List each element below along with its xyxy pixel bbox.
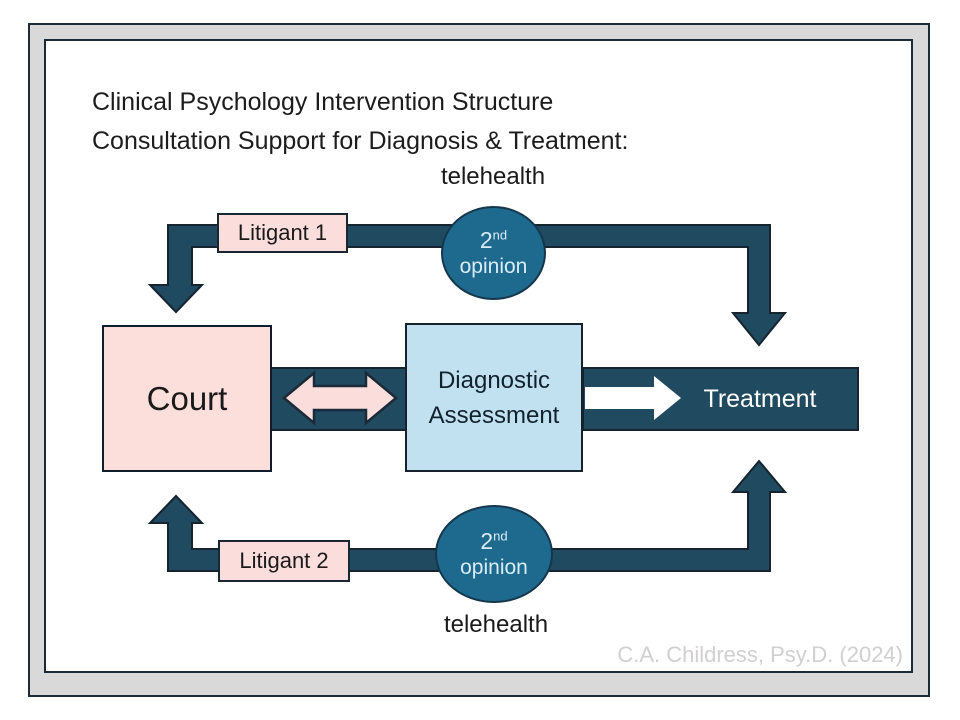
treatment-label: Treatment	[703, 384, 817, 413]
telehealth-label-bottom: telehealth	[443, 611, 549, 638]
litigant-1-label: Litigant 1	[237, 220, 328, 245]
diagnostic-assessment-box: Diagnostic Assessment	[405, 323, 583, 472]
second-opinion-bottom-word: opinion	[460, 556, 528, 580]
court-label: Court	[146, 379, 228, 417]
second-opinion-top-word: opinion	[459, 255, 528, 279]
litigant-1-box: Litigant 1	[217, 213, 348, 253]
diagnostic-label-line-2: Assessment	[428, 401, 560, 429]
page-title: Clinical Psychology Intervention Structu…	[92, 83, 628, 161]
court-box: Court	[102, 325, 272, 472]
title-line-1: Clinical Psychology Intervention Structu…	[92, 88, 554, 116]
second-opinion-bottom-number: 2nd	[480, 527, 508, 554]
second-opinion-ellipse-bottom: 2nd opinion	[435, 505, 553, 603]
telehealth-label-top: telehealth	[440, 163, 546, 190]
diagnostic-label-line-1: Diagnostic	[437, 366, 551, 394]
author-credit: C.A. Childress, Psy.D. (2024)	[617, 642, 903, 667]
litigant-2-box: Litigant 2	[218, 540, 350, 582]
litigant-2-label: Litigant 2	[239, 548, 329, 573]
second-opinion-ellipse-top: 2nd opinion	[441, 206, 546, 300]
title-line-2: Consultation Support for Diagnosis & Tre…	[92, 127, 629, 155]
second-opinion-top-number: 2nd	[479, 226, 508, 253]
